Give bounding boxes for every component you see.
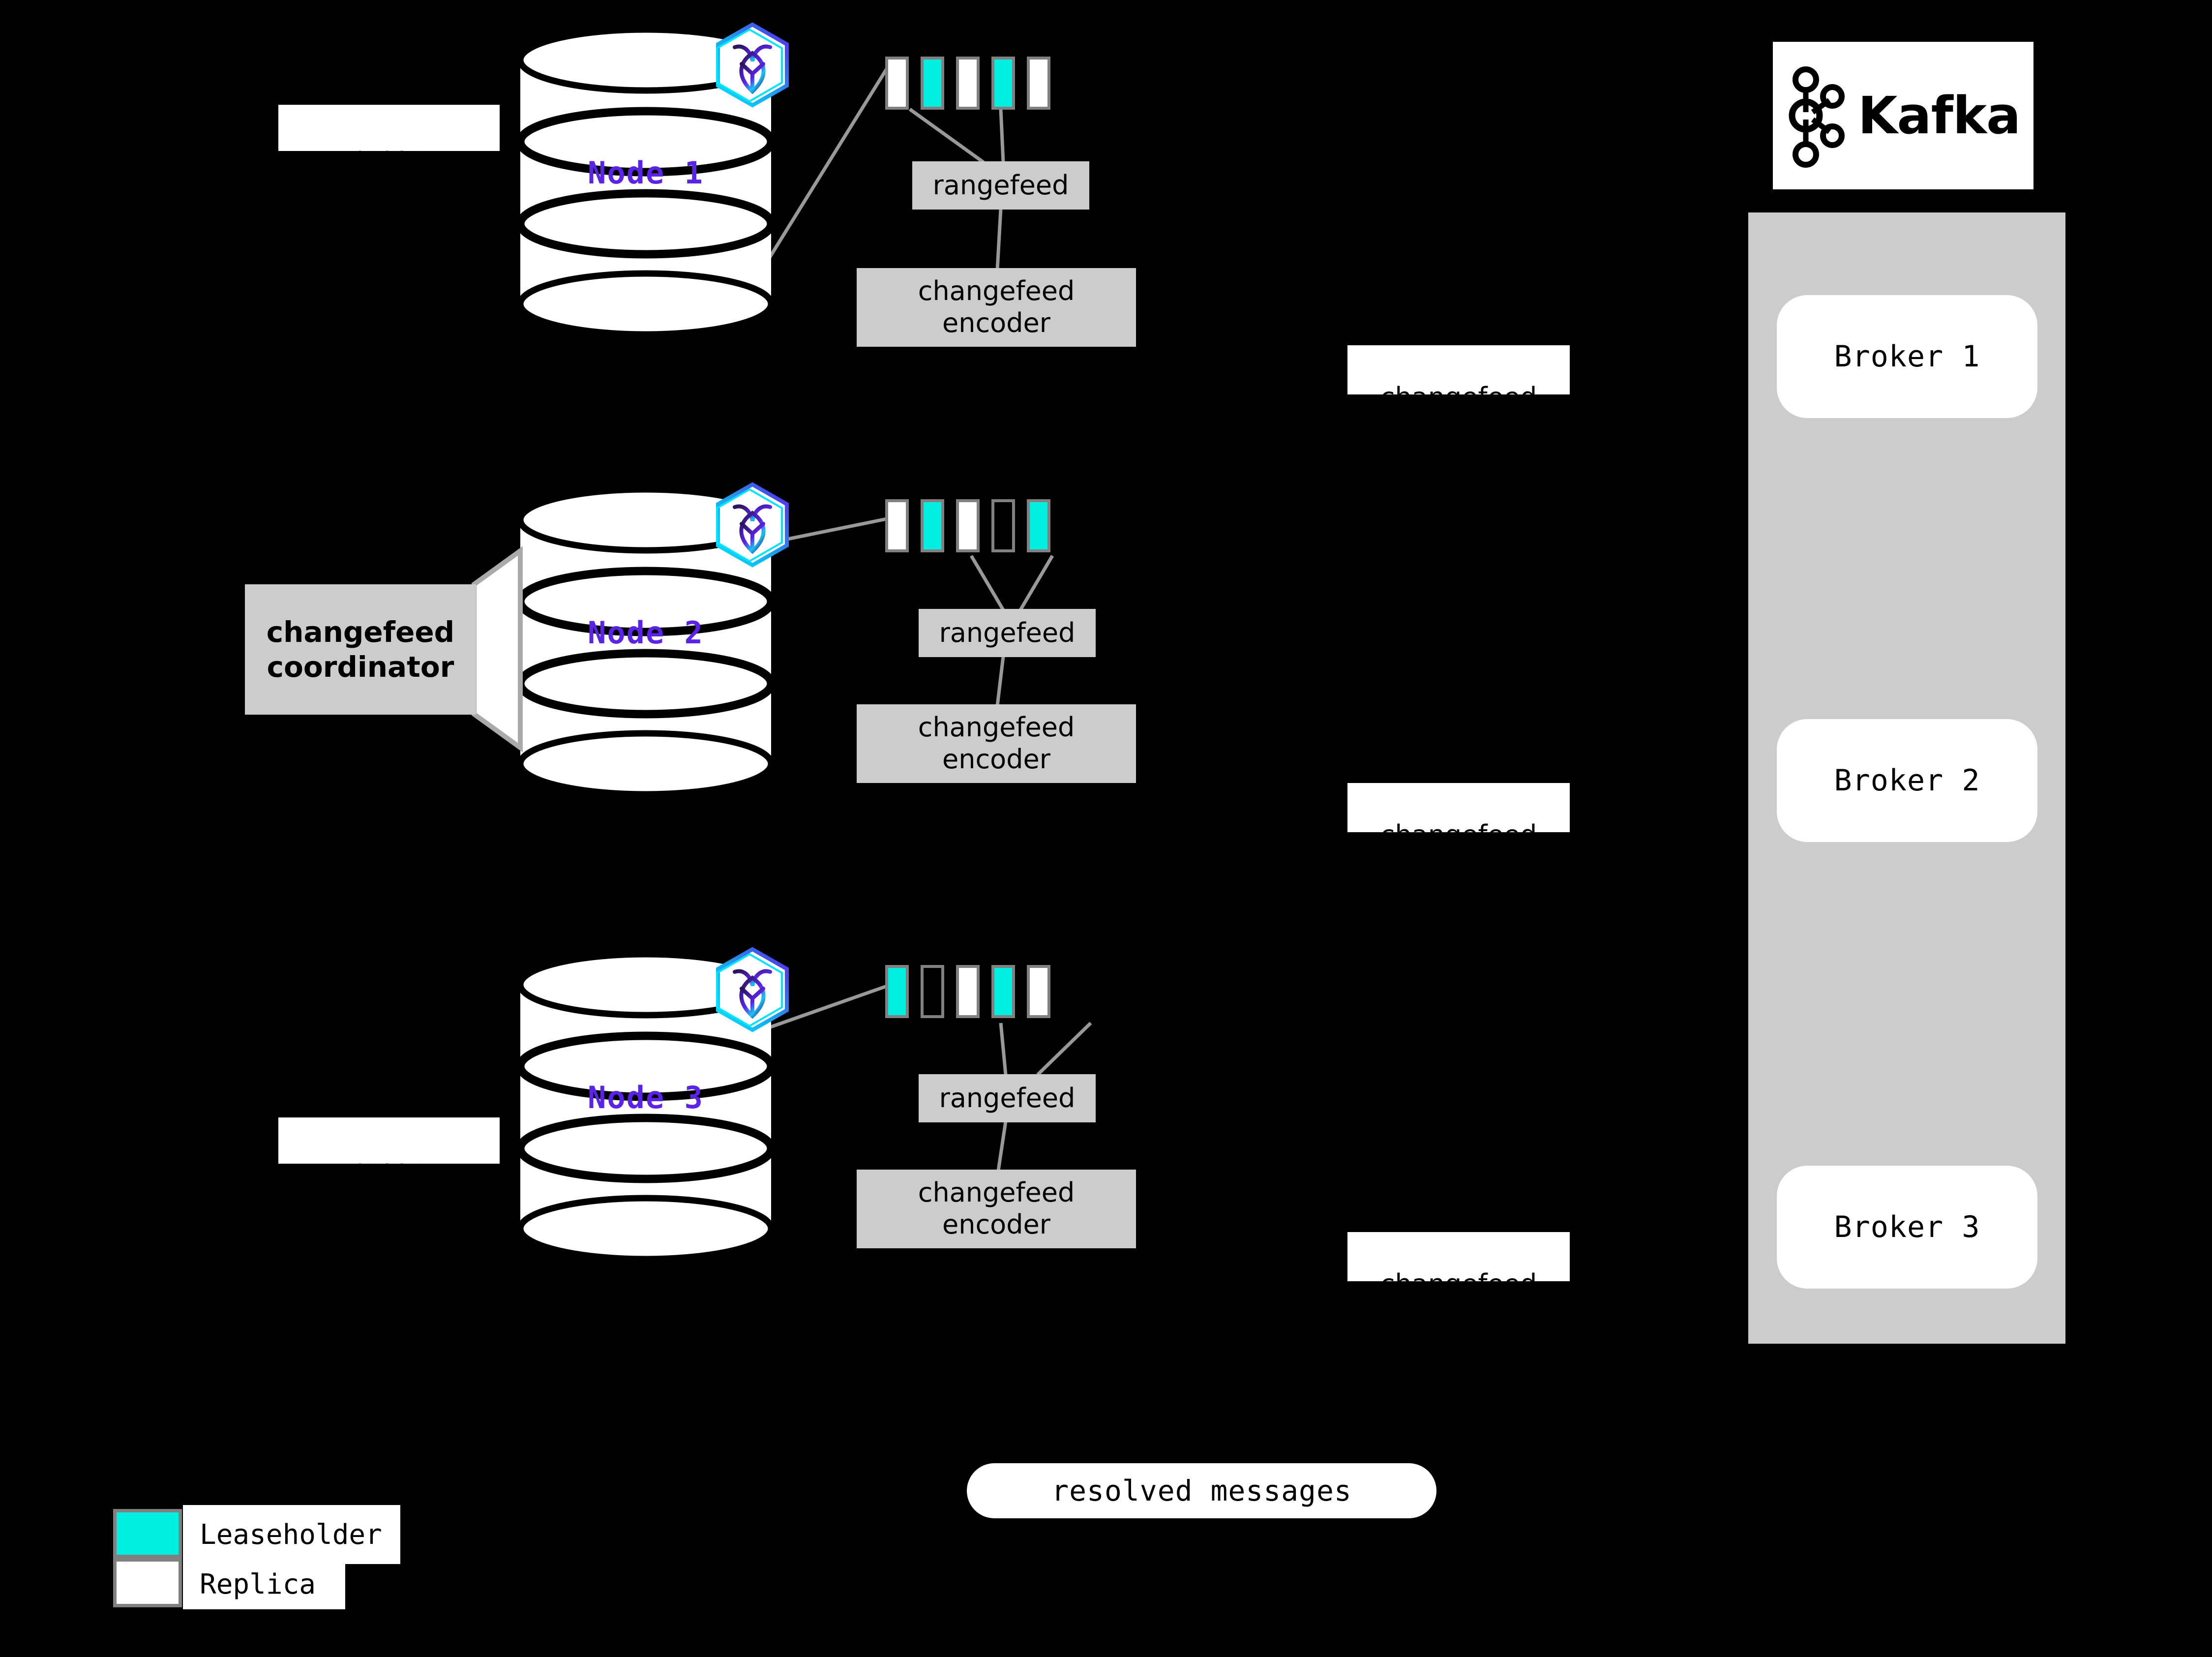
changefeed-encoder-box-3[interactable]: changefeed encoder <box>857 1170 1136 1248</box>
cockroachdb-hexagon-icon <box>708 19 797 117</box>
changefeed-encoder-box-1[interactable]: changefeed encoder <box>857 268 1136 347</box>
changefeed-encoder-box-2[interactable]: changefeed encoder <box>857 704 1136 783</box>
kafka-logo-box: Kafka <box>1773 42 2033 189</box>
range-box-leaseholder[interactable] <box>921 57 944 110</box>
kafka-node-graph-icon <box>1786 63 1845 169</box>
range-box-replica[interactable] <box>956 499 980 552</box>
changefeed-coordinator-callout: changefeed coordinator <box>245 541 550 757</box>
changefeed-messages-label-2: changefeed messages <box>1347 783 1570 881</box>
range-box-leaseholder[interactable] <box>921 499 944 552</box>
range-box-replica[interactable] <box>1027 57 1050 110</box>
node-cylinder-1: Node 1 <box>515 30 776 334</box>
kafka-wordmark: Kafka <box>1857 86 2021 146</box>
range-row-1 <box>885 57 1050 110</box>
range-box-replica[interactable] <box>885 57 909 110</box>
legend: Leaseholder Replica <box>113 1505 457 1632</box>
cockroachdb-hexagon-icon <box>708 479 797 577</box>
node-label-1: Node 1 <box>588 155 704 191</box>
legend-label-replica: Replica <box>183 1559 345 1609</box>
kafka-broker-panel: Broker 1 Broker 2 Broker 3 <box>1748 212 2065 1344</box>
range-box-replica[interactable] <box>956 965 980 1018</box>
legend-swatch-leaseholder <box>113 1509 182 1558</box>
rangefeed-box-1[interactable]: rangefeed <box>912 161 1089 210</box>
range-box-leaseholder[interactable] <box>1027 499 1050 552</box>
range-box-replica[interactable] <box>885 499 909 552</box>
cockroachdb-hexagon-icon <box>708 943 797 1042</box>
range-row-2 <box>885 499 1050 552</box>
range-box-leaseholder[interactable] <box>991 57 1015 110</box>
range-box-empty[interactable] <box>921 965 944 1018</box>
changefeed-messages-text-2: changefeed messages <box>1380 819 1537 882</box>
legend-label-leaseholder: Leaseholder <box>183 1505 400 1564</box>
resolved-messages-pill[interactable]: resolved messages <box>967 1463 1436 1518</box>
range-box-empty[interactable] <box>991 499 1015 552</box>
changefeed-messages-label-3: changefeed messages <box>1347 1232 1570 1330</box>
node-cylinder-3: Node 3 <box>515 954 776 1259</box>
legend-swatch-replica <box>113 1558 182 1607</box>
changefeed-messages-text-3: changefeed messages <box>1380 1268 1537 1331</box>
range-checkpoints-label-1: range checkpoints <box>278 105 500 203</box>
broker-3[interactable]: Broker 3 <box>1777 1166 2037 1289</box>
range-checkpoints-text-3: range checkpoints <box>309 1153 469 1216</box>
range-box-replica[interactable] <box>1027 965 1050 1018</box>
range-box-leaseholder[interactable] <box>991 965 1015 1018</box>
node-cylinder-2: Node 2 <box>515 489 776 794</box>
range-box-leaseholder[interactable] <box>885 965 909 1018</box>
changefeed-messages-label-1: changefeed messages <box>1347 345 1570 444</box>
range-checkpoints-text-1: range checkpoints <box>309 141 469 204</box>
broker-2[interactable]: Broker 2 <box>1777 719 2037 842</box>
changefeed-messages-text-1: changefeed messages <box>1380 381 1537 444</box>
range-row-3 <box>885 965 1050 1018</box>
broker-1[interactable]: Broker 1 <box>1777 295 2037 418</box>
range-box-replica[interactable] <box>956 57 980 110</box>
rangefeed-box-3[interactable]: rangefeed <box>919 1074 1096 1122</box>
range-checkpoints-label-3: range checkpoints <box>278 1117 500 1216</box>
node-label-3: Node 3 <box>588 1080 704 1115</box>
node-label-2: Node 2 <box>588 615 704 651</box>
rangefeed-box-2[interactable]: rangefeed <box>919 609 1096 657</box>
changefeed-coordinator-box[interactable]: changefeed coordinator <box>245 584 476 715</box>
